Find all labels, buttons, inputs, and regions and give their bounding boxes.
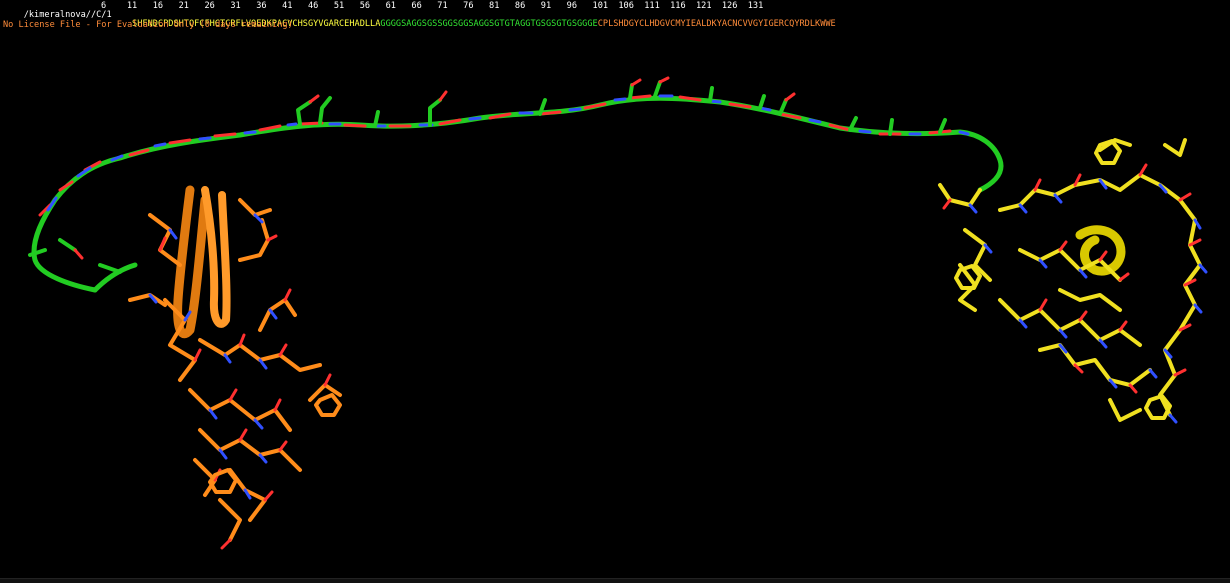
linker-backbone [28, 76, 1004, 293]
sequence-segment-chain-a[interactable]: SHFNDCPDSHTQFCFHGTCRFLVQEDKPACVCHSGYVGAR… [132, 18, 381, 29]
chain-b-domain [938, 138, 1208, 424]
sequence-segment-chain-b[interactable]: CPLSHDGYCLHDGVCMYIEALDKYACNCVVGYIGERCQYR… [597, 18, 836, 29]
chain-a-domain [128, 185, 342, 550]
command-line-bar[interactable] [0, 578, 1230, 583]
license-notice: No License File - For Evaluation Only (0… [3, 20, 293, 30]
residue-number-ruler: 6 11 16 21 26 31 36 41 46 51 56 61 66 71… [101, 1, 764, 11]
sequence-row[interactable]: SHFNDCPDSHTQFCFHGTCRFLVQEDKPACVCHSGYVGAR… [101, 11, 836, 37]
object-path-label: /kimeralnova//C/1 [23, 9, 112, 20]
sequence-segment-linker[interactable]: GGGGSAGGSGSSGGSGGSAGGSGTGTAGGTGSGSGTGSGG… [380, 18, 598, 29]
sequence-viewer[interactable]: /kimeralnova//C/1 6 11 16 21 26 31 36 41… [3, 2, 836, 54]
